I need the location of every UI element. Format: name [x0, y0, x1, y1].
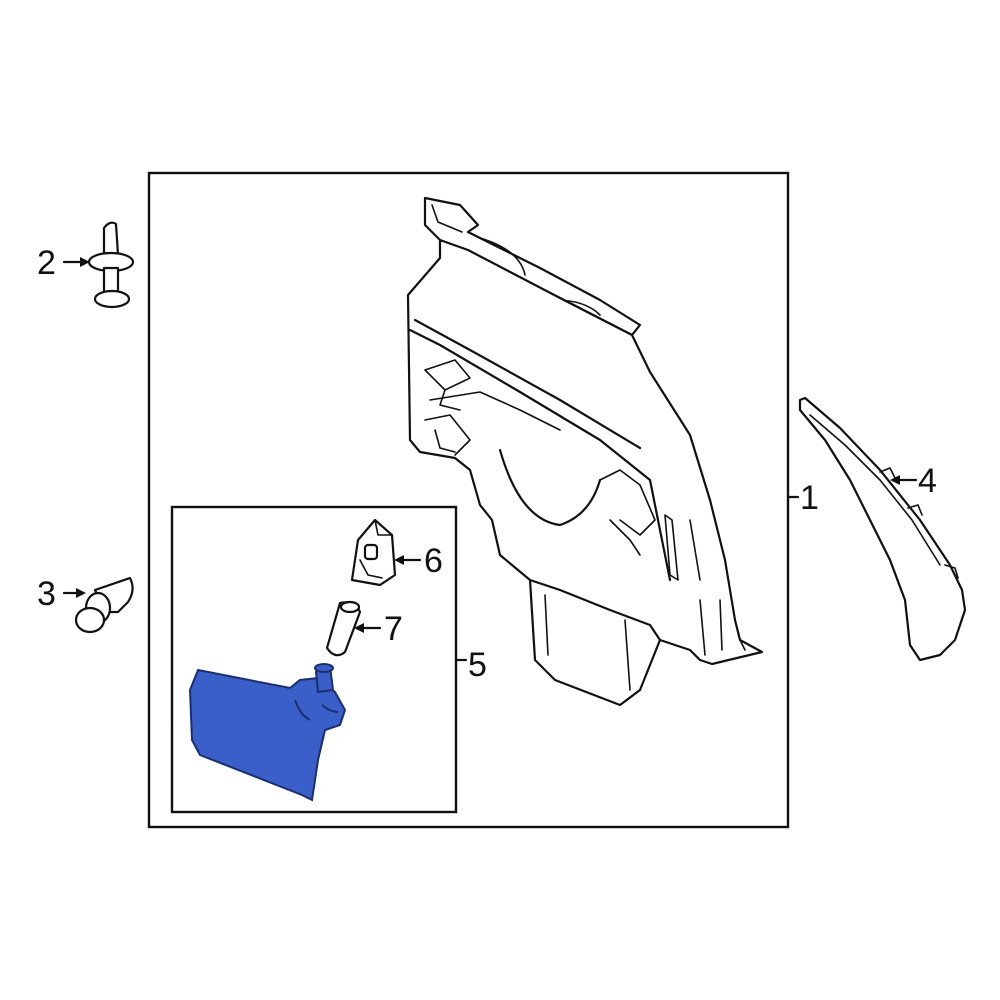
callout-6: 6 — [424, 542, 443, 580]
lamp-assembly[interactable] — [188, 663, 347, 802]
callout-3: 3 — [37, 575, 56, 613]
callout-7: 7 — [384, 610, 403, 648]
main-assembly-frame — [147, 171, 790, 829]
callout-1: 1 — [800, 479, 819, 517]
callout-5: 5 — [468, 646, 487, 684]
callout-2: 2 — [37, 244, 56, 282]
quarter-trim-panel[interactable] — [406, 196, 764, 707]
push-pin-fastener[interactable] — [87, 221, 135, 309]
side-garnish-trim[interactable] — [798, 396, 967, 662]
bulb[interactable] — [325, 600, 362, 657]
callout-4: 4 — [918, 462, 937, 500]
bulb-socket[interactable] — [350, 518, 397, 587]
retainer-clip[interactable] — [74, 576, 134, 634]
